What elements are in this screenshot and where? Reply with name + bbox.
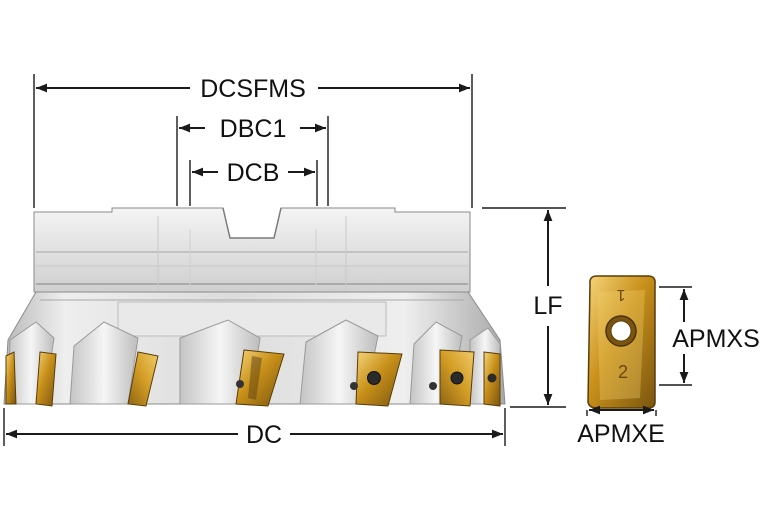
dim-dbc1-label: DBC1 bbox=[220, 115, 287, 143]
dim-apmxe-label: APMXE bbox=[577, 420, 665, 448]
cutter-insert bbox=[439, 349, 475, 407]
clamp-screw bbox=[429, 382, 437, 390]
cutter-body bbox=[3, 207, 506, 407]
cutter-insert bbox=[35, 351, 57, 407]
dim-dc-label: DC bbox=[246, 421, 282, 449]
chip-pocket bbox=[69, 321, 139, 405]
cutter-top-flange bbox=[33, 207, 471, 293]
dim-dcsfms: DCSFMS bbox=[36, 75, 470, 103]
clamp-screw bbox=[350, 382, 358, 390]
clamp-screw bbox=[236, 380, 244, 388]
dim-apmxe: APMXE bbox=[577, 405, 665, 448]
dim-apmxs: APMXS bbox=[664, 289, 767, 383]
dim-dbc1: DBC1 bbox=[179, 115, 326, 143]
insert-mark-top: 1 bbox=[616, 286, 625, 303]
dim-dcsfms-label: DCSFMS bbox=[200, 75, 306, 103]
dim-dcb: DCB bbox=[192, 159, 315, 187]
dim-dcb-label: DCB bbox=[227, 159, 280, 187]
cutter-insert bbox=[127, 351, 159, 407]
dim-dc: DC bbox=[6, 421, 503, 449]
insert-mark-bottom: 2 bbox=[618, 362, 628, 382]
dim-lf-label: LF bbox=[533, 292, 562, 320]
dim-apmxs-label: APMXS bbox=[672, 325, 760, 353]
cutter-insert bbox=[483, 351, 501, 407]
dim-lf: LF bbox=[533, 210, 563, 405]
drive-slot bbox=[222, 207, 282, 239]
insert-detail: 1 2 bbox=[587, 275, 656, 409]
cutter-insert bbox=[5, 351, 17, 405]
cutter-insert bbox=[355, 351, 403, 407]
cutter-insert bbox=[235, 349, 285, 407]
